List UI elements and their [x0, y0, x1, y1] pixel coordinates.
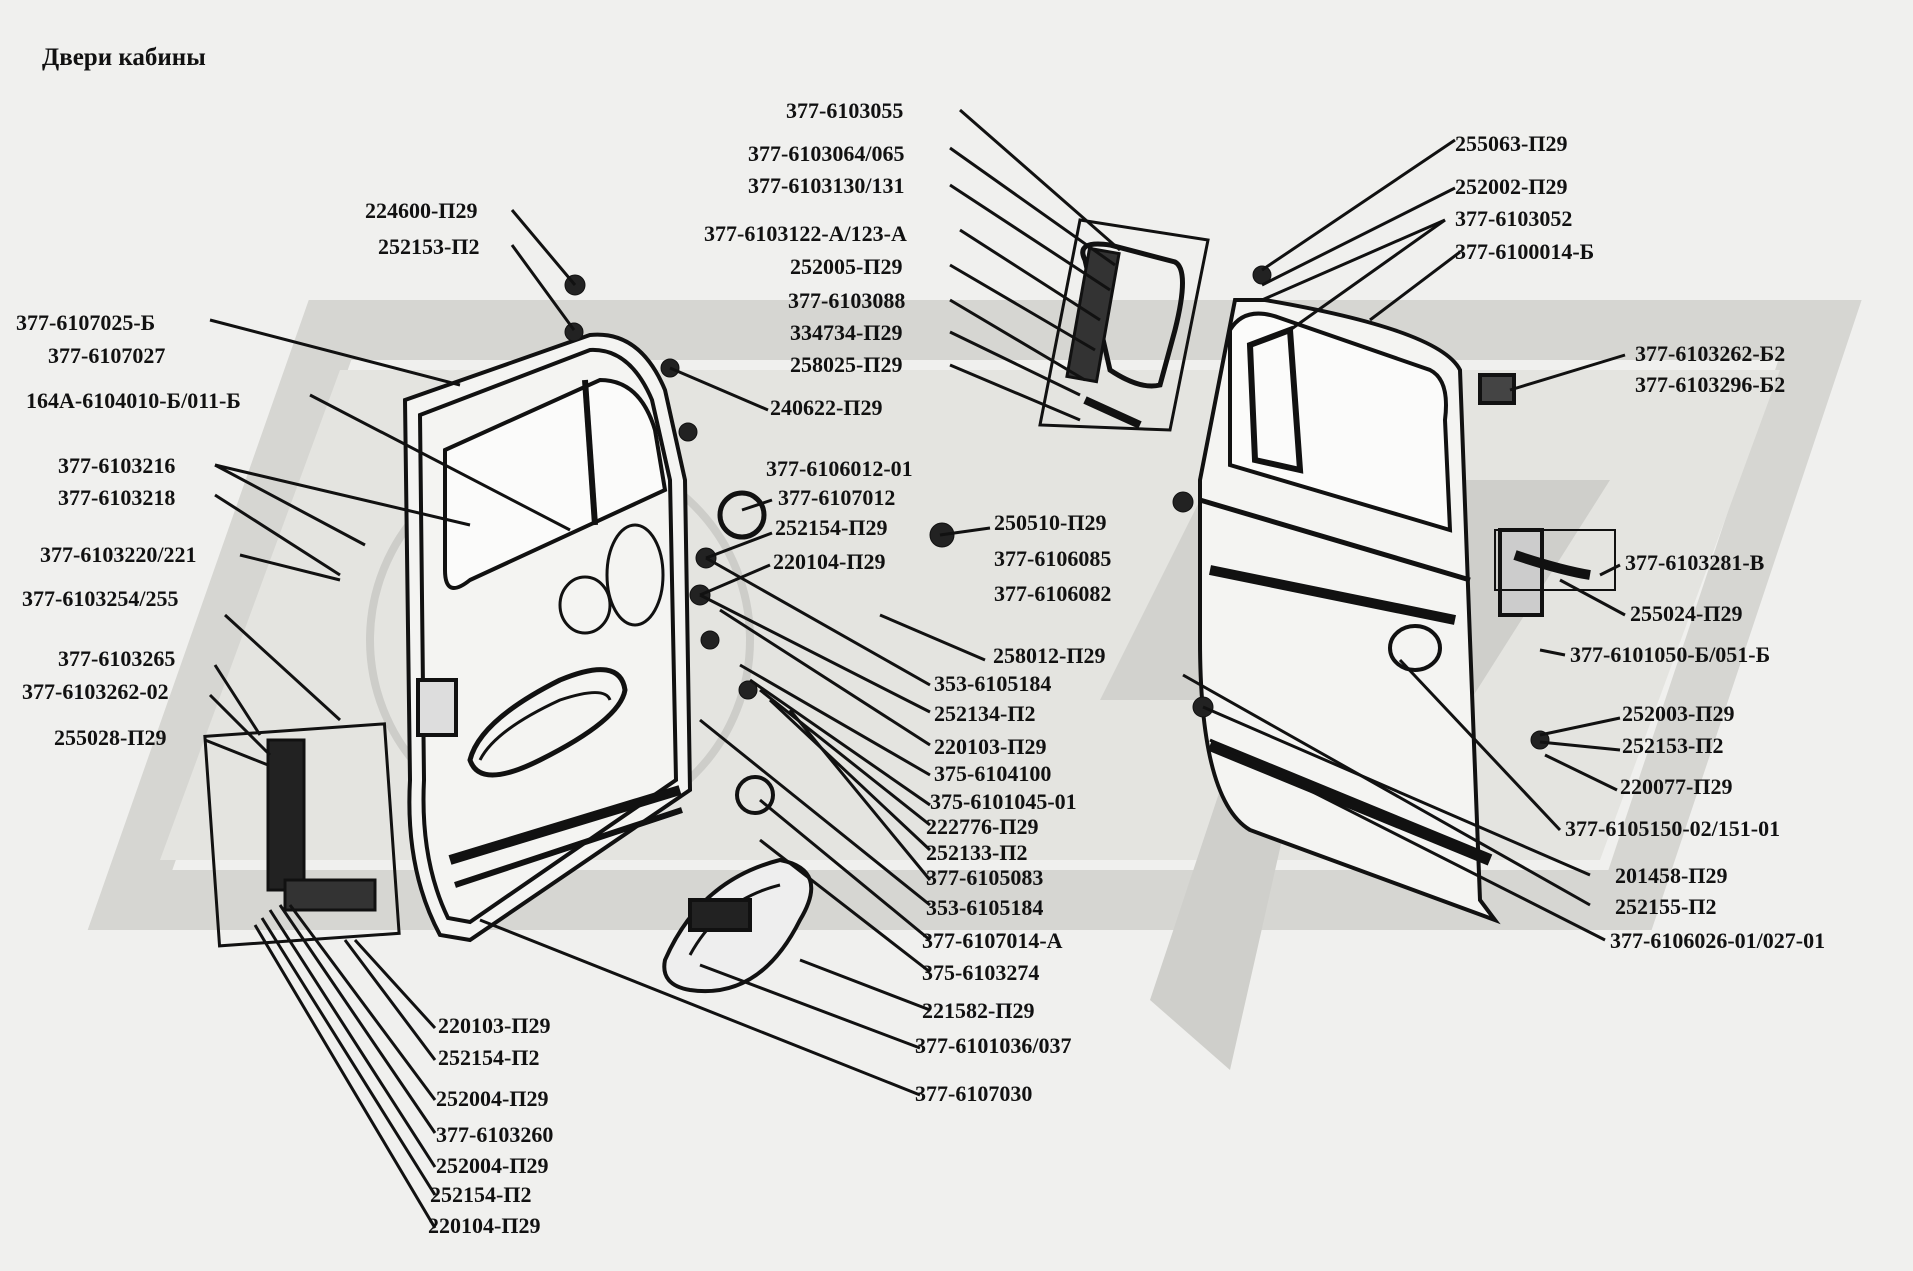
hinge-assembly [203, 722, 401, 948]
part-label: 377-6103130/131 [748, 173, 905, 198]
part-label: 255063-П29 [1455, 131, 1568, 156]
part-label: 377-6103055 [786, 98, 904, 123]
part-label: 377-6103262-Б2 [1635, 341, 1786, 366]
part-label: 377-6101036/037 [915, 1033, 1072, 1058]
part-label: 377-6103296-Б2 [1635, 372, 1786, 397]
part-label: 377-6107027 [48, 343, 166, 368]
part-label: 377-6107030 [915, 1081, 1033, 1106]
part-label: 377-6103064/065 [748, 141, 905, 166]
part-label: 252004-П29 [436, 1153, 549, 1178]
part-label: 252153-П2 [378, 234, 480, 259]
part-label: 375-6104100 [934, 761, 1052, 786]
part-label: 164А-6104010-Б/011-Б [26, 388, 241, 413]
inner-handle [662, 857, 814, 994]
right-door [1198, 298, 1616, 925]
part-label: 255028-П29 [54, 725, 167, 750]
part-label: 377-6100014-Б [1455, 239, 1595, 264]
part-label: 377-6107014-А [922, 928, 1063, 953]
part-label: 377-6101050-Б/051-Б [1570, 642, 1771, 667]
part-label: 258012-П29 [993, 643, 1106, 668]
part-label: 377-6103052 [1455, 206, 1573, 231]
part-label: 258025-П29 [790, 352, 903, 377]
part-label: 377-6103122-А/123-А [704, 221, 907, 246]
part-label: 377-6103262-02 [22, 679, 169, 704]
part-label: 201458-П29 [1615, 863, 1728, 888]
part-label: 252002-П29 [1455, 174, 1568, 199]
part-label: 221582-П29 [922, 998, 1035, 1023]
part-label: 377-6106085 [994, 546, 1112, 571]
part-label: 377-6103220/221 [40, 542, 197, 567]
part-label: 377-6103254/255 [22, 586, 179, 611]
page-title: Двери кабины [42, 44, 206, 71]
part-label: 252155-П2 [1615, 894, 1717, 919]
part-label: 334734-П29 [790, 320, 903, 345]
part-label: 375-6101045-01 [930, 789, 1077, 814]
part-label: 220103-П29 [934, 734, 1047, 759]
part-label: 252154-П2 [438, 1045, 540, 1070]
part-label: 377-6106082 [994, 581, 1112, 606]
part-label: 222776-П29 [926, 814, 1039, 839]
part-label: 377-6105083 [926, 865, 1044, 890]
part-label: 220077-П29 [1620, 774, 1733, 799]
part-label: 377-6103260 [436, 1122, 554, 1147]
part-label: 252003-П29 [1622, 701, 1735, 726]
part-label: 377-6103281-В [1625, 550, 1765, 575]
part-label: 377-6103218 [58, 485, 176, 510]
part-label: 353-6105184 [934, 671, 1052, 696]
part-label: 377-6106026-01/027-01 [1610, 928, 1826, 953]
part-label: 252133-П2 [926, 840, 1028, 865]
part-label: 377-6107025-Б [16, 310, 156, 335]
part-label: 224600-П29 [365, 198, 478, 223]
part-label: 252154-П2 [430, 1182, 532, 1207]
part-label: 220103-П29 [438, 1013, 551, 1038]
part-label: 377-6105150-02/151-01 [1565, 816, 1781, 841]
part-label: 255024-П29 [1630, 601, 1743, 626]
part-label: 252153-П2 [1622, 733, 1724, 758]
part-label: 252004-П29 [436, 1086, 549, 1111]
part-label: 250510-П29 [994, 510, 1107, 535]
part-label: 252154-П29 [775, 515, 888, 540]
part-label: 252005-П29 [790, 254, 903, 279]
part-label: 220104-П29 [773, 549, 886, 574]
leader-lines [204, 108, 1626, 1229]
watermark-logo [87, 300, 1862, 1070]
part-label: 377-6103088 [788, 288, 906, 313]
part-label: 353-6105184 [926, 895, 1044, 920]
left-door [402, 332, 693, 943]
part-label: 377-6103216 [58, 453, 176, 478]
part-label: 220104-П29 [428, 1213, 541, 1238]
part-label: 377-6107012 [778, 485, 896, 510]
part-label: 377-6106012-01 [766, 456, 913, 481]
part-label: 377-6103265 [58, 646, 176, 671]
part-label: 240622-П29 [770, 395, 883, 420]
part-label: 375-6103274 [922, 960, 1040, 985]
part-label: 252134-П2 [934, 701, 1036, 726]
